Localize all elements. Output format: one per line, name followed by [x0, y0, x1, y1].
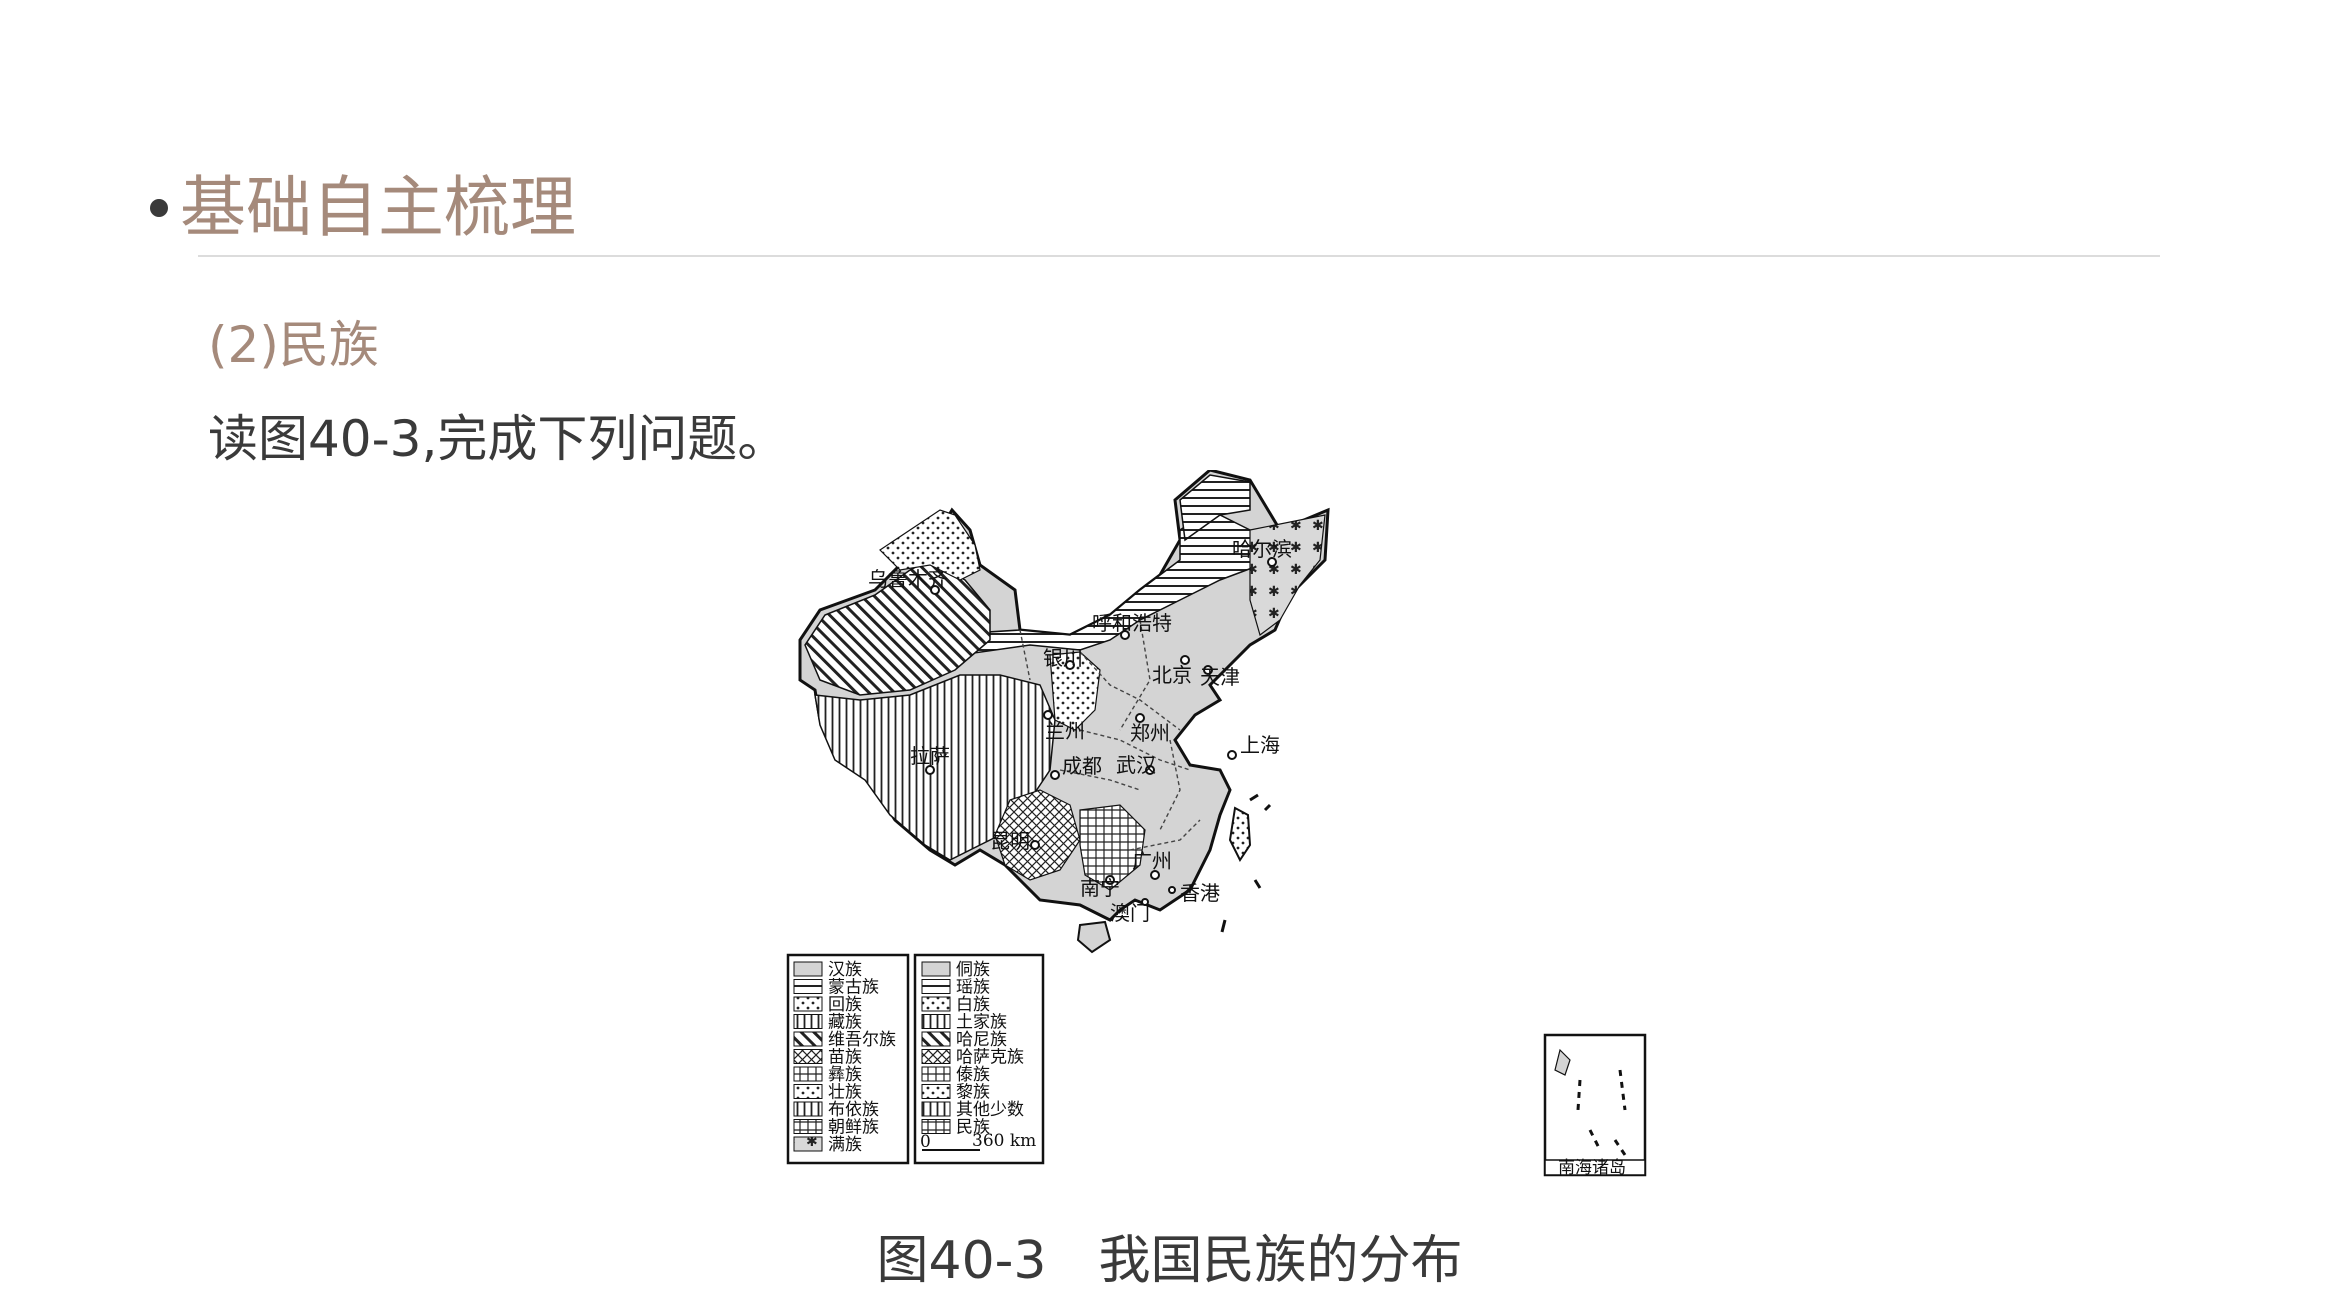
legend-right-label-4: 哈尼族	[956, 1030, 1007, 1050]
legend-left-label-2: 回族	[828, 995, 862, 1015]
legend-left-swatch-9	[793, 1119, 823, 1134]
city-label-kunming: 昆明	[990, 829, 1030, 853]
manchu-region	[1249, 514, 1326, 637]
legend-right-label-2: 白族	[956, 995, 990, 1015]
city-label-chengdu: 成都	[1062, 754, 1102, 778]
legend-left-label-3: 藏族	[828, 1013, 862, 1033]
hainan-island	[1076, 920, 1112, 954]
legend-right-swatch-8	[921, 1101, 951, 1117]
zhuang-region	[1079, 804, 1146, 891]
legend-left-label-5: 苗族	[828, 1048, 862, 1068]
ethnic-distribution-map: ✱	[786, 470, 1647, 1178]
south-china-sea-inset: 南海诸岛	[1543, 1033, 1647, 1178]
legend-left-swatch-10	[793, 1136, 823, 1152]
city-label-urumqi: 乌鲁木齐	[868, 567, 948, 591]
subheading: (2)民族	[208, 316, 379, 374]
legend-left-swatch-8	[793, 1101, 823, 1117]
city-label-hongkong: 香港	[1180, 881, 1220, 905]
legend-right-swatch-1	[921, 979, 951, 994]
city-label-guangzhou: 广州	[1132, 849, 1172, 873]
legend-right-swatch-2	[921, 996, 951, 1012]
inset-label: 南海诸岛	[1558, 1158, 1626, 1178]
province-lines	[1019, 619, 1201, 851]
uyghur-region	[804, 559, 991, 696]
legend-right-swatch-4	[921, 1031, 951, 1047]
legend-left-swatch-1	[793, 979, 823, 994]
legend-left-label-7: 壮族	[828, 1083, 862, 1103]
kazakh-region	[879, 509, 981, 581]
city-markers: 哈尔滨 乌鲁木齐 呼和浩特 银川 北京 天津 兰州 郑州 上海 拉萨 成都 武汉	[868, 537, 1292, 925]
legend-right-label-0: 侗族	[956, 960, 990, 980]
city-label-yinchuan: 银川	[1043, 646, 1083, 670]
figure-caption: 图40-3 我国民族的分布	[876, 1231, 1463, 1291]
ethnic-distribution-map-figure: ✱	[780, 470, 1660, 1190]
city-label-lanzhou: 兰州	[1045, 719, 1085, 743]
legend-left-label-9: 朝鲜族	[828, 1118, 879, 1138]
legend-right-label-8: 其他少数	[956, 1100, 1024, 1120]
legend-right-label-6: 傣族	[956, 1065, 990, 1085]
southwest-minorities-region	[994, 789, 1081, 881]
city-label-tianjin: 天津	[1200, 665, 1240, 689]
legend-left-swatch-0	[793, 961, 823, 977]
legend-right-label-5: 哈萨克族	[956, 1048, 1024, 1068]
city-label-nanning: 南宁	[1080, 876, 1120, 900]
legend-right-swatch-9	[921, 1119, 951, 1134]
legend-left-label-10: 满族	[828, 1135, 862, 1155]
coastal-dashes	[1220, 793, 1272, 933]
city-label-beijing: 北京	[1152, 663, 1192, 687]
scale-label: 360 km	[972, 1131, 1036, 1151]
taiwan-island	[1228, 806, 1252, 862]
legend-right-swatch-7	[921, 1084, 951, 1099]
city-label-hohhot: 呼和浩特	[1092, 611, 1172, 635]
city-label-macau: 澳门	[1110, 901, 1150, 925]
legend-left-swatch-5	[793, 1049, 823, 1064]
legend-right-label-3: 土家族	[956, 1013, 1007, 1033]
city-label-harbin: 哈尔滨	[1232, 537, 1292, 561]
legend-right-swatch-6	[921, 1066, 951, 1082]
scale-zero: 0	[920, 1132, 931, 1152]
city-label-shanghai: 上海	[1240, 733, 1280, 757]
question-prompt: 读图40-3,完成下列问题。	[208, 410, 788, 468]
legend-right-swatch-5	[921, 1049, 951, 1064]
legend-left-swatch-6	[793, 1066, 823, 1082]
section-title: 基础自主梳理	[180, 169, 576, 246]
legend-left-label-1: 蒙古族	[828, 978, 879, 998]
legend-left-label-6: 彝族	[828, 1065, 862, 1085]
legend-left-swatch-7	[793, 1084, 823, 1099]
mongol-region-ne	[1179, 474, 1251, 542]
section-header: 基础自主梳理	[150, 168, 576, 248]
legend-right-label-1: 瑶族	[956, 978, 990, 998]
legend-left-swatch-2	[793, 996, 823, 1012]
legend-right-swatch-0	[921, 961, 951, 977]
legend-left-label-8: 布依族	[828, 1100, 879, 1120]
legend-right-label-9: 民族	[956, 1118, 990, 1138]
section-divider	[198, 255, 2160, 257]
city-label-wuhan: 武汉	[1116, 753, 1156, 777]
bullet-icon	[150, 199, 168, 217]
legend-left-label-0: 汉族	[828, 960, 862, 980]
legend-left-swatch-3	[793, 1014, 823, 1029]
legend-right-swatch-3	[921, 1014, 951, 1029]
legend-left-label-4: 维吾尔族	[828, 1030, 896, 1050]
city-label-lhasa: 拉萨	[910, 744, 950, 768]
legend-right-label-7: 黎族	[956, 1083, 990, 1103]
city-label-zhengzhou: 郑州	[1130, 721, 1170, 745]
legend-left-swatch-4	[793, 1031, 823, 1047]
